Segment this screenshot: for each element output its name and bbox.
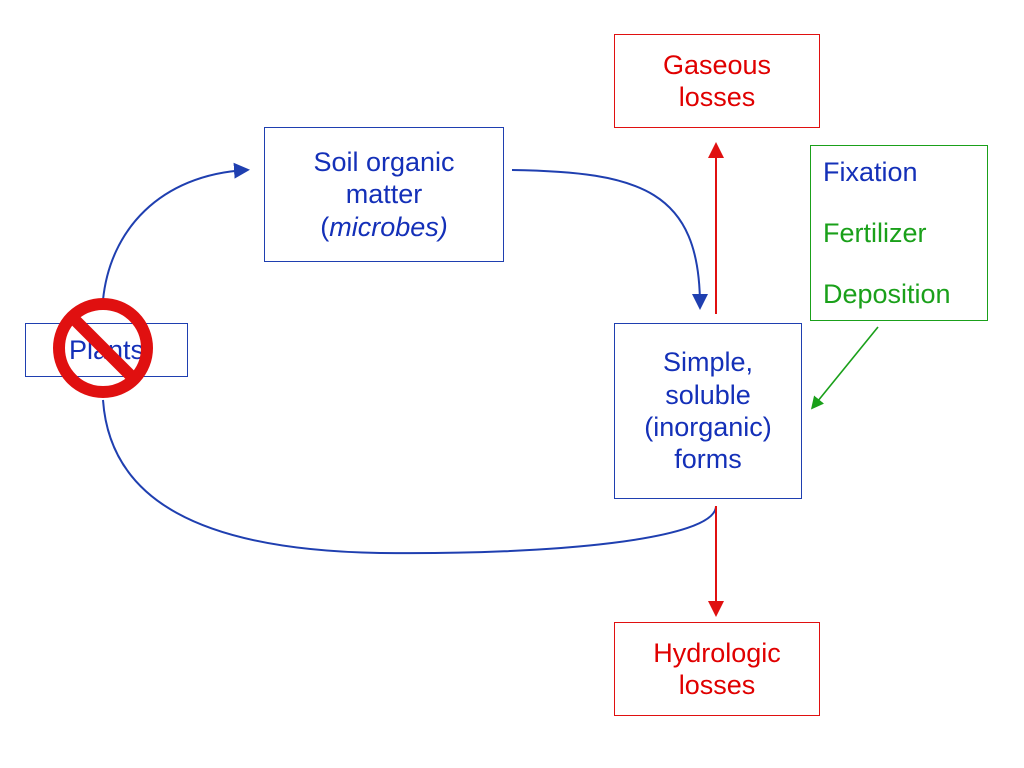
simple-line-1: Simple, bbox=[662, 347, 754, 378]
arrow-soil-to-simple bbox=[511, 169, 708, 310]
hydrologic-line-2: losses bbox=[678, 670, 756, 700]
input-deposition: Deposition bbox=[823, 278, 951, 309]
soil-line-2: matter bbox=[345, 179, 423, 210]
gaseous-losses-box: Gaseous losses bbox=[614, 34, 820, 128]
arrow-plants-to-soil bbox=[102, 162, 250, 301]
no-sign-icon bbox=[53, 298, 153, 398]
simple-line-4: forms bbox=[674, 444, 742, 475]
arrow-inputs-to-simple bbox=[810, 326, 879, 410]
input-fixation: Fixation bbox=[823, 157, 918, 187]
nitrogen-inputs-box: Fixation Fertilizer Deposition bbox=[810, 145, 988, 321]
simple-soluble-forms-box: Simple, soluble (inorganic) forms bbox=[614, 323, 802, 499]
hydrologic-line-1: Hydrologic bbox=[653, 637, 781, 668]
gaseous-line-1: Gaseous bbox=[662, 49, 772, 80]
soil-microbes: microbes) bbox=[329, 211, 448, 242]
soil-organic-matter-box: Soil organic matter (microbes) bbox=[264, 127, 504, 262]
soil-line-3: (microbes) bbox=[320, 211, 448, 243]
simple-line-3: (inorganic) bbox=[644, 412, 772, 442]
simple-line-2: soluble bbox=[665, 379, 751, 410]
gaseous-line-2: losses bbox=[678, 82, 756, 112]
plants-box: Plants bbox=[25, 323, 188, 377]
arrow-simple-to-plants bbox=[102, 399, 717, 555]
input-fertilizer: Fertilizer bbox=[823, 217, 927, 248]
soil-line-1: Soil organic bbox=[313, 146, 455, 177]
soil-paren: ( bbox=[320, 211, 330, 242]
hydrologic-losses-box: Hydrologic losses bbox=[614, 622, 820, 716]
